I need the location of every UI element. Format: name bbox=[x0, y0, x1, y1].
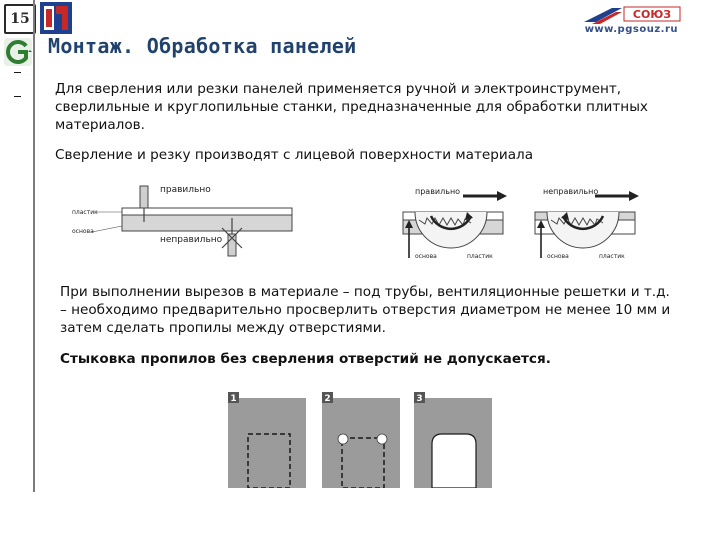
website-url[interactable]: www.pgsouz.ru bbox=[584, 24, 678, 35]
saw-plastic-label: пластик bbox=[599, 253, 625, 260]
side-dash bbox=[14, 72, 21, 73]
step-3-panel: 3 bbox=[414, 392, 492, 488]
step-2-number: 2 bbox=[324, 394, 330, 404]
warning-text: Стыковка пропилов без сверления отверсти… bbox=[60, 351, 551, 367]
soyuz-logo-icon: СОЮЗ bbox=[584, 6, 681, 24]
step-1-number: 1 bbox=[230, 394, 236, 404]
plastic-layer bbox=[121, 207, 293, 216]
step-2-panel: 2 bbox=[322, 392, 400, 488]
label-base: основа bbox=[72, 228, 94, 235]
surface-note: Сверление и резку производят с лицевой п… bbox=[55, 147, 534, 163]
saw-correct-label: правильно bbox=[415, 187, 460, 196]
saw-incorrect-diagram: неправильно основа пластик bbox=[534, 187, 639, 260]
cross-mark bbox=[221, 227, 243, 249]
slide-number: 15 bbox=[4, 4, 36, 34]
drilling-diagram: правильно неправильно пластик основа bbox=[72, 185, 293, 257]
vertical-divider bbox=[33, 0, 35, 492]
intro-paragraph: Для сверления или резки панелей применяе… bbox=[55, 81, 648, 133]
g-logo-icon bbox=[4, 38, 32, 66]
step-1-panel: 1 bbox=[228, 392, 306, 488]
saw-plastic-label: пластик bbox=[467, 253, 493, 260]
step-3-number: 3 bbox=[416, 394, 422, 404]
company-logo-icon bbox=[40, 2, 72, 34]
label-plastic: пластик bbox=[72, 209, 98, 216]
side-dash bbox=[14, 96, 21, 97]
label-incorrect: неправильно bbox=[160, 235, 223, 245]
label-correct: правильно bbox=[160, 185, 211, 195]
page-title: Монтаж. Обработка панелей bbox=[48, 34, 357, 58]
saw-correct-diagram: правильно основа пластик bbox=[402, 187, 507, 260]
saw-base-label: основа bbox=[415, 253, 437, 260]
saw-base-label: основа bbox=[547, 253, 569, 260]
cutout-paragraph: При выполнении вырезов в материале – под… bbox=[60, 284, 671, 336]
base-layer bbox=[121, 214, 293, 232]
cutout-steps-diagram: 1 2 3 bbox=[228, 392, 492, 488]
drill-correct bbox=[139, 185, 149, 209]
brand-text: СОЮЗ bbox=[633, 8, 671, 21]
saw-incorrect-label: неправильно bbox=[543, 187, 598, 196]
